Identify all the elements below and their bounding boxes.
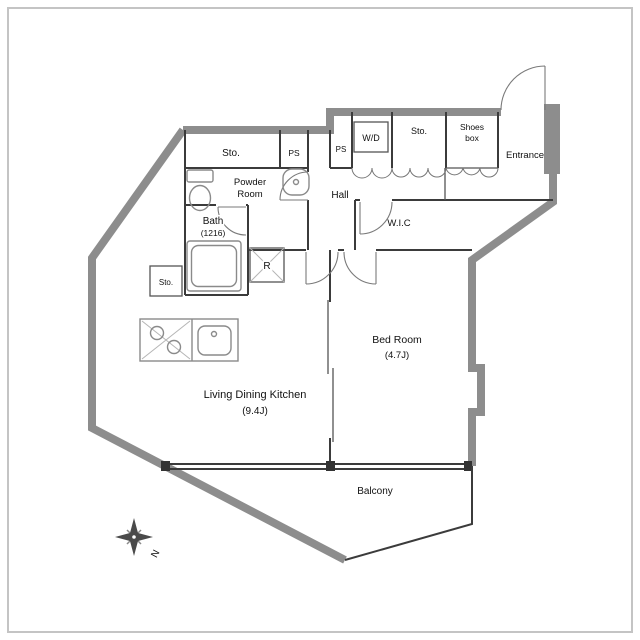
label-ldk-1: Living Dining Kitchen (204, 389, 307, 401)
label-ps-left: PS (288, 148, 300, 158)
window-mullion (161, 461, 170, 471)
sto-folding-door (391, 167, 447, 178)
stove-hatch (141, 320, 191, 360)
powder-door-arc (279, 171, 309, 201)
outer-walls (88, 104, 560, 564)
closet-folding-doors (351, 167, 499, 179)
door-swings (217, 65, 546, 285)
sto-left-box (149, 265, 183, 297)
ldk-door-arc (305, 251, 339, 285)
entrance-pillar (544, 104, 560, 174)
label-ldk-2: (9.4J) (242, 406, 268, 417)
label-shoes-box-1: Shoes (460, 122, 484, 132)
room-labels: Sto. PS PS W/D Sto. Shoes box Entrance P… (159, 122, 544, 497)
kitchen-sink (197, 325, 232, 356)
bathtub-fixture (186, 240, 242, 292)
outer-wall-right (468, 110, 557, 466)
label-powder-room-2: Room (237, 189, 262, 200)
window-wall (165, 463, 472, 470)
label-sto-left: Sto. (159, 278, 173, 287)
entrance-door-arc (500, 65, 546, 111)
wd-folding-door (351, 167, 393, 179)
label-wic: W.I.C (387, 218, 410, 229)
bedroom-door-arc (343, 251, 377, 285)
toilet-fixture (186, 169, 214, 212)
balcony-railing (344, 466, 473, 561)
label-shoes-box-2: box (465, 133, 479, 143)
wic-door-arc (359, 201, 393, 235)
refrigerator-space (249, 247, 285, 283)
bath-door-arc (217, 206, 247, 236)
fixtures (139, 121, 389, 362)
label-ps-mid: PS (336, 145, 347, 154)
label-hall: Hall (331, 190, 348, 201)
label-bath-2: (1216) (201, 228, 226, 238)
label-balcony: Balcony (357, 486, 393, 497)
balcony-and-windows (161, 461, 473, 561)
washer-dryer-box (353, 121, 389, 153)
label-powder-room-1: Powder (234, 177, 266, 188)
label-entrance: Entrance (506, 150, 544, 161)
compass-rose: N (115, 518, 161, 559)
label-washer-dryer: W/D (362, 133, 380, 143)
washbasin-fixture (282, 168, 310, 196)
image-border-frame (7, 7, 633, 633)
window-mullion (326, 461, 335, 471)
stove-burner-icon (166, 339, 182, 355)
label-bed-room-2: (4.7J) (385, 350, 409, 361)
label-refrigerator: R (263, 261, 270, 272)
kitchen-faucet-icon (210, 330, 218, 338)
label-bath-1: Bath (203, 216, 224, 227)
shoesbox-folding-door (445, 167, 499, 178)
label-bed-room-1: Bed Room (372, 334, 422, 346)
label-sto-upper-mid: Sto. (411, 126, 427, 136)
closet-step-wall (329, 130, 352, 169)
kitchen-counter (139, 318, 239, 362)
stove-burner-icon (149, 325, 165, 341)
window-mullion (464, 461, 472, 471)
outer-wall-left-and-bottom (88, 127, 347, 564)
entrance-step-line (444, 167, 498, 200)
label-sto-upper-left: Sto. (222, 148, 240, 159)
bedroom-sliding-doors (327, 300, 334, 442)
closet-dividers (351, 112, 499, 168)
interior-walls (184, 112, 553, 466)
compass-north-label: N (148, 547, 161, 559)
